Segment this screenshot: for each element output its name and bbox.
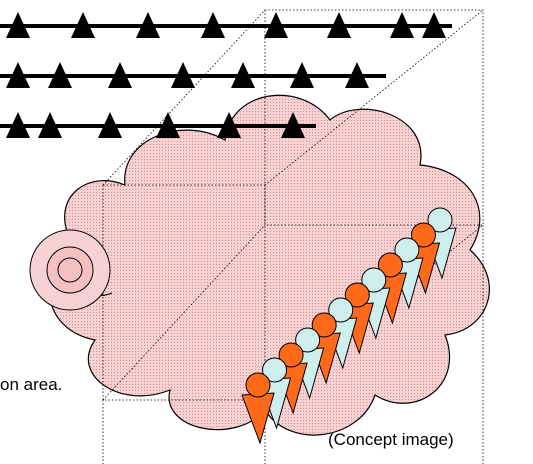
concept-caption: (Concept image)	[328, 430, 454, 450]
area-label: on area.	[0, 375, 62, 395]
person-figure-icon	[242, 373, 274, 443]
